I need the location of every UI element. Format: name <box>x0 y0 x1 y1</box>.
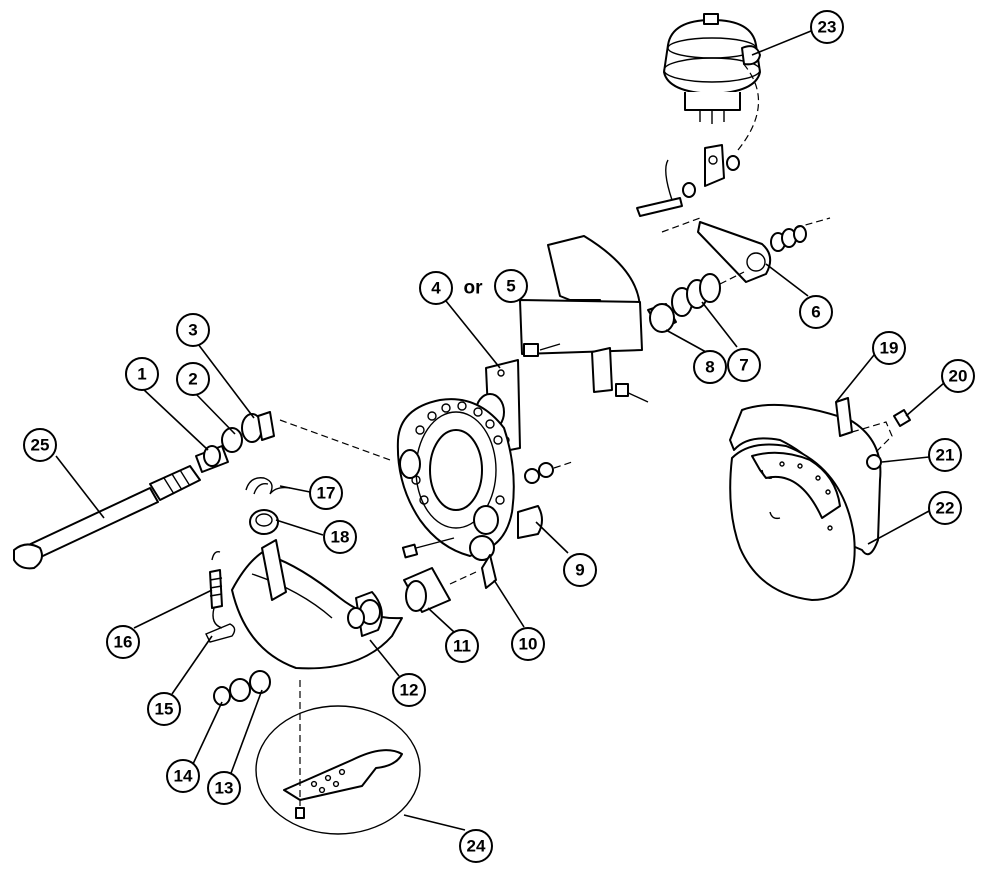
svg-text:19: 19 <box>880 339 899 358</box>
callout-11: 11 <box>445 629 479 663</box>
callout-1: 1 <box>125 357 159 391</box>
svg-text:6: 6 <box>811 303 820 322</box>
svg-text:23: 23 <box>818 18 837 37</box>
spider-nuts <box>517 461 573 539</box>
anchor-pin-bushing <box>249 509 279 535</box>
callout-13: 13 <box>207 771 241 805</box>
svg-text:9: 9 <box>575 561 584 580</box>
leader-lines <box>55 30 945 831</box>
svg-text:13: 13 <box>215 779 234 798</box>
callout-3: 3 <box>176 313 210 347</box>
callout-2: 2 <box>176 362 210 396</box>
callout-12: 12 <box>392 673 426 707</box>
roller-washers <box>213 670 271 706</box>
callout-4: 4 <box>419 271 453 305</box>
callout-7: 7 <box>727 348 761 382</box>
connector-or-text: or <box>464 278 484 299</box>
callout-25: 25 <box>23 428 57 462</box>
callout-10: 10 <box>511 627 545 661</box>
svg-text:14: 14 <box>174 767 193 786</box>
callout-9: 9 <box>563 553 597 587</box>
svg-text:18: 18 <box>331 528 350 547</box>
callout-23: 23 <box>810 10 844 44</box>
svg-text:2: 2 <box>188 370 197 389</box>
svg-text:25: 25 <box>31 436 50 455</box>
roller-pin <box>205 623 236 643</box>
callout-16: 16 <box>106 625 140 659</box>
brake-shoe <box>231 539 403 670</box>
svg-text:12: 12 <box>400 681 419 700</box>
lining-detail-inset <box>255 680 421 835</box>
anchor-pin <box>403 567 477 613</box>
callout-19: 19 <box>872 331 906 365</box>
retainer-clip <box>245 477 291 495</box>
svg-text:4: 4 <box>431 279 441 298</box>
dust-shield <box>729 397 893 601</box>
svg-text:7: 7 <box>739 356 748 375</box>
svg-text:20: 20 <box>949 367 968 386</box>
callout-20: 20 <box>941 359 975 393</box>
svg-text:15: 15 <box>155 700 174 719</box>
callout-22: 22 <box>928 491 962 525</box>
svg-text:1: 1 <box>137 365 146 384</box>
callout-6: 6 <box>799 295 833 329</box>
svg-text:5: 5 <box>506 277 515 296</box>
camshaft-bushing-and-washers <box>647 271 745 333</box>
callout-18: 18 <box>323 520 357 554</box>
callout-24: 24 <box>459 829 493 863</box>
svg-text:21: 21 <box>936 446 955 465</box>
svg-text:16: 16 <box>114 633 133 652</box>
brake-chamber <box>663 13 761 124</box>
svg-text:22: 22 <box>936 499 955 518</box>
callout-5: 5 <box>494 269 528 303</box>
callout-15: 15 <box>147 692 181 726</box>
return-spring <box>209 550 223 629</box>
camshaft <box>13 411 391 570</box>
shield-bolt-and-washer <box>866 409 911 470</box>
callout-14: 14 <box>166 759 200 793</box>
brake-spider <box>396 398 515 589</box>
callout-17: 17 <box>309 476 343 510</box>
svg-text:10: 10 <box>519 635 538 654</box>
svg-text:3: 3 <box>188 321 197 340</box>
svg-text:24: 24 <box>467 837 486 856</box>
callout-8: 8 <box>693 350 727 384</box>
camshaft-bracket <box>475 235 649 455</box>
svg-text:8: 8 <box>705 358 714 377</box>
callout-21: 21 <box>928 438 962 472</box>
svg-text:17: 17 <box>317 484 336 503</box>
svg-text:11: 11 <box>453 637 471 656</box>
clevis-assembly <box>636 59 831 283</box>
